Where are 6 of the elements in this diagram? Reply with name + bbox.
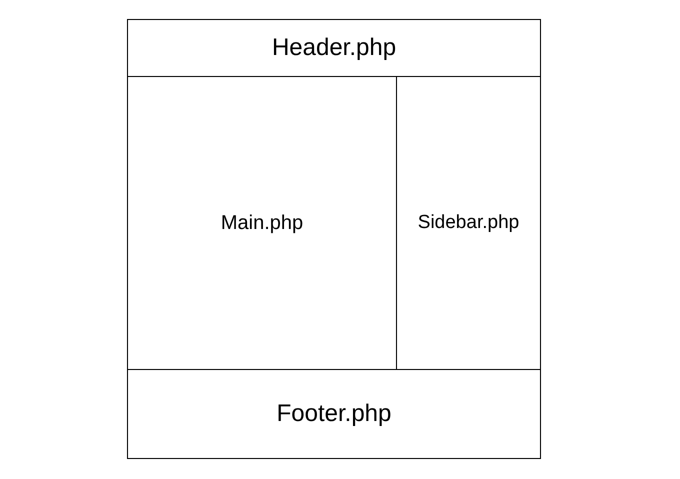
header-region [127,19,541,77]
region-label: Footer.php [276,400,392,428]
region-label: Header.php [272,34,396,62]
region-label: Main.php [220,212,304,234]
region-label: Sidebar.php [418,212,520,234]
footer-region [127,369,541,459]
